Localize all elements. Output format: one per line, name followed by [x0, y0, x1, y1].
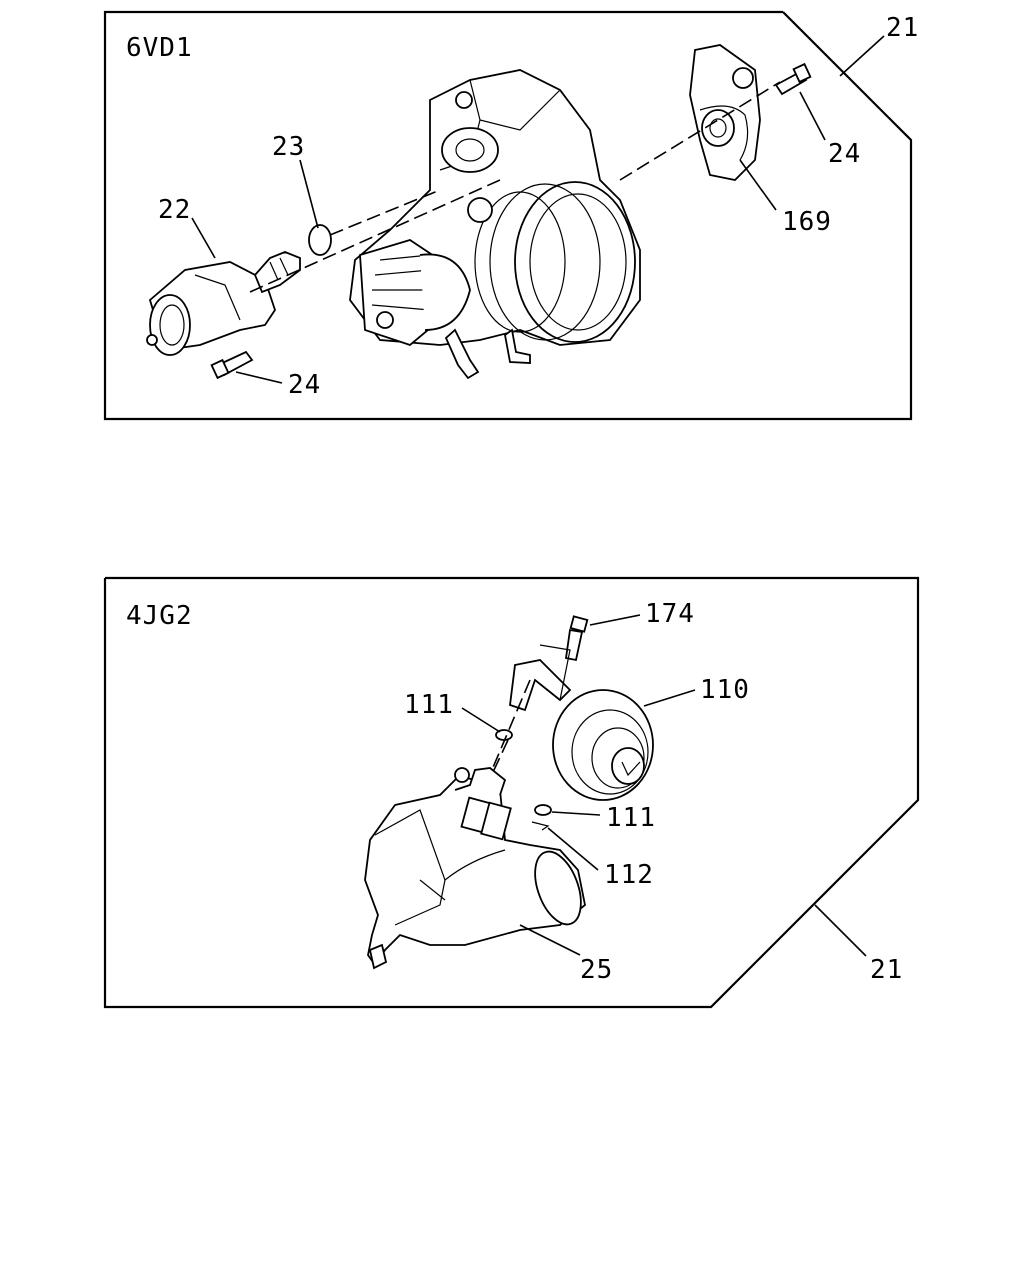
- bolt-right: [774, 62, 812, 96]
- throttle-position-sensor: [689, 44, 761, 181]
- callout-23: 23: [272, 132, 305, 162]
- callout-110: 110: [700, 675, 750, 705]
- leader-21-bottom: [814, 904, 867, 957]
- assembly-line-1: [249, 179, 501, 293]
- o-ring: [308, 224, 332, 256]
- leader-24-right: [799, 91, 826, 141]
- callout-111-top: 111: [404, 690, 454, 720]
- assembly-line-5: [479, 739, 509, 801]
- callout-174: 174: [645, 599, 695, 629]
- leader-111-top: [461, 707, 501, 733]
- leader-169: [739, 159, 777, 211]
- actuator-bracket: [509, 659, 572, 712]
- leader-24-left: [235, 371, 283, 384]
- leader-21-top: [839, 35, 885, 77]
- assembly-line-2: [619, 81, 781, 181]
- washer-111-right: [534, 804, 552, 816]
- leader-22: [191, 217, 216, 259]
- leader-23: [299, 159, 319, 229]
- callout-22: 22: [158, 195, 191, 225]
- exhaust-brake-housing: [364, 767, 586, 970]
- callout-111-right: 111: [606, 803, 656, 833]
- throttle-body: [349, 69, 641, 380]
- callout-24-left: 24: [288, 370, 321, 400]
- callout-21-top: 21: [886, 13, 919, 43]
- callout-25: 25: [580, 955, 613, 985]
- callout-169: 169: [782, 207, 832, 237]
- leader-112: [547, 827, 599, 871]
- callout-21-bottom: 21: [870, 955, 903, 985]
- assembly-line-4: [474, 679, 531, 811]
- callout-24-right: 24: [828, 139, 861, 169]
- clip-112: [531, 821, 550, 831]
- panel-4jg2: 4JG2 174 110 111 111 112: [103, 576, 920, 1009]
- panel-6vd1-model-label: 6VD1: [126, 33, 193, 63]
- leader-110: [643, 689, 696, 707]
- idle-air-control-valve: [146, 251, 301, 356]
- leader-111-right: [551, 811, 601, 816]
- panel-6vd1: 6VD1 21: [103, 10, 919, 421]
- panel-4jg2-model-label: 4JG2: [126, 601, 193, 631]
- leader-25: [519, 924, 581, 956]
- panel-4jg2-frame: [103, 576, 920, 1009]
- vacuum-actuator: [552, 689, 654, 801]
- callout-112: 112: [604, 860, 654, 890]
- bolt-left: [210, 350, 254, 380]
- leader-174: [589, 614, 641, 626]
- panel-6vd1-frame: [103, 10, 913, 421]
